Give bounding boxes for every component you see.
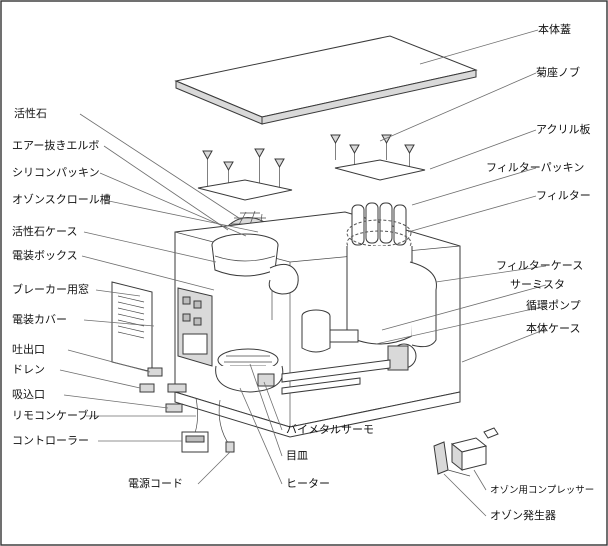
label-filter-case: フィルターケース [496,259,583,272]
acrylic-plate-illustration [197,159,426,201]
label-filter: フィルター [536,189,591,202]
label-silicon-packing: シリコンパッキン [12,166,100,179]
label-ozone-compressor: オゾン用コンプレッサー [490,485,594,496]
circulation-pump-illustration [301,309,417,371]
pipes-illustration [281,359,391,395]
label-bimetal-thermo: バイメタルサーモ [286,423,374,436]
controller-illustration [181,397,209,453]
body-lid-illustration [174,35,478,125]
label-body-case: 本体ケース [526,321,580,335]
label-thermistor: サーミスタ [510,278,565,291]
labels-right: 本体蓋 菊座ノブ アクリル板 フィルターパッキン フィルター フィルターケース … [486,22,591,335]
label-controller: コントローラー [12,434,89,447]
label-ozone-generator: オゾン発生器 [490,508,556,522]
leader-lines [59,29,547,517]
label-air-vent-elbow: エアー抜きエルボ [12,138,99,152]
label-circulation-pump: 循環ポンプ [526,299,581,312]
label-remote-cable: リモコンケーブル [12,408,99,422]
ozone-compressor-illustration [450,427,499,472]
labels-left: 活性石 エアー抜きエルボ シリコンパッキン オゾンスクロール槽 活性石ケース 電… [12,106,111,447]
electrical-cover-illustration [111,281,153,373]
activated-stone-case-illustration [211,233,279,277]
fittings-illustration [139,367,187,413]
label-breaker-window: ブレーカー用窓 [12,282,89,296]
label-drain: ドレン [12,363,45,376]
label-heater: ヒーター [286,477,330,490]
labels-bottom: バイメタルサーモ 目皿 ヒーター 電源コード オゾン用コンプレッサー オゾン発生… [128,423,594,522]
kiku-knob-illustration [202,134,415,196]
label-electrical-box: 電装ボックス [12,249,78,262]
label-ozone-scroll-tank: オゾンスクロール槽 [12,193,111,206]
label-activated-stone-case: 活性石ケース [12,224,77,238]
label-filter-packing: フィルターパッキン [486,161,584,174]
heater-illustration [215,365,284,393]
label-acrylic-plate: アクリル板 [536,122,590,136]
label-activated-stone: 活性石 [14,106,47,120]
label-body-lid: 本体蓋 [538,22,571,36]
label-outlet: 吐出口 [12,342,45,356]
electrical-box-illustration [177,287,213,367]
label-electrical-cover: 電装カバー [12,313,67,326]
filter-case-illustration [346,246,437,348]
ozone-scroll-tank-illustration [268,263,299,320]
label-mesh-plate: 目皿 [286,449,308,462]
ozone-generator-illustration [433,441,471,477]
filter-illustration [346,202,412,256]
label-kiku-knob: 菊座ノブ [536,65,580,79]
label-power-cord: 電源コード [128,476,183,490]
label-inlet: 吸込口 [12,388,45,401]
